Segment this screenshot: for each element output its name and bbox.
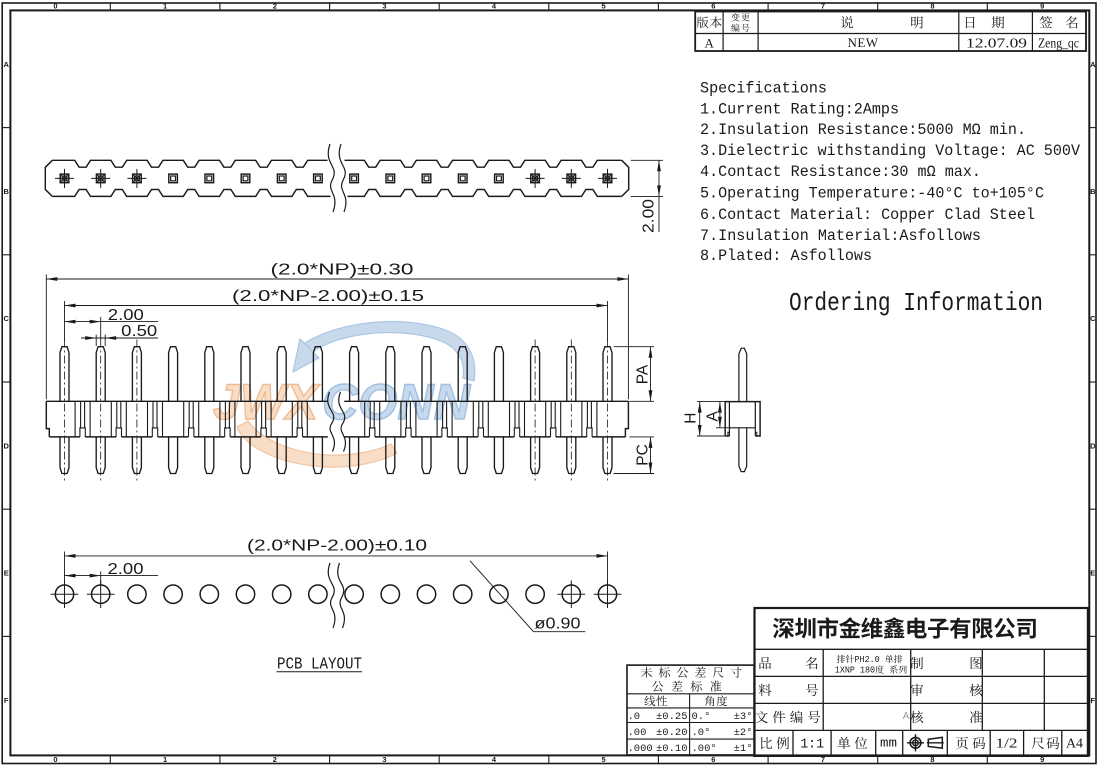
svg-text:3: 3 — [382, 1, 386, 10]
svg-text:(2.0*NP-2.00)±0.15: (2.0*NP-2.00)±0.15 — [232, 288, 424, 305]
svg-text:5: 5 — [602, 755, 606, 764]
svg-text:±0.10: ±0.10 — [656, 743, 688, 755]
svg-text:D: D — [3, 441, 9, 450]
svg-text:.000: .000 — [628, 743, 653, 755]
svg-text:6: 6 — [711, 1, 715, 10]
svg-text:A4: A4 — [1066, 736, 1083, 751]
svg-text:0.°: 0.° — [692, 711, 711, 723]
svg-text:0.50: 0.50 — [121, 323, 157, 340]
svg-text:2: 2 — [273, 1, 277, 10]
svg-text:3.Dielectric withstanding Volt: 3.Dielectric withstanding Voltage: AC 50… — [700, 142, 1080, 160]
svg-text:7: 7 — [821, 1, 825, 10]
svg-text:.00: .00 — [628, 727, 647, 739]
svg-text:4: 4 — [492, 755, 497, 764]
svg-text:mm: mm — [880, 737, 897, 751]
svg-text:Zeng_qc: Zeng_qc — [1038, 37, 1079, 52]
svg-text:12.07.09: 12.07.09 — [966, 37, 1027, 52]
svg-text:A: A — [705, 35, 715, 50]
svg-text:PH2.0: PH2.0 — [855, 655, 885, 665]
svg-text:1: 1 — [163, 1, 167, 10]
svg-text:4: 4 — [492, 1, 497, 10]
svg-text:A: A — [1090, 60, 1096, 69]
svg-text:3: 3 — [382, 755, 386, 764]
svg-text:9: 9 — [1040, 1, 1044, 10]
svg-text:5: 5 — [602, 1, 606, 10]
svg-text:E: E — [1090, 569, 1095, 578]
svg-text:PCB LAYOUT: PCB LAYOUT — [277, 656, 362, 675]
svg-text:2: 2 — [273, 755, 277, 764]
svg-text:H: H — [683, 413, 700, 424]
svg-text:0: 0 — [53, 755, 57, 764]
svg-text:1/2: 1/2 — [996, 736, 1018, 751]
svg-text:8.Plated: Asfollows: 8.Plated: Asfollows — [700, 247, 872, 265]
svg-text:A: A — [903, 711, 910, 722]
svg-text:D: D — [1090, 441, 1096, 450]
svg-text:8: 8 — [930, 1, 934, 10]
svg-text:B: B — [3, 187, 9, 196]
svg-text:C: C — [1090, 314, 1096, 323]
svg-text:PC: PC — [635, 444, 652, 466]
svg-text:1: 1 — [163, 755, 167, 764]
svg-text:F: F — [4, 696, 9, 705]
svg-text:2.00: 2.00 — [641, 199, 658, 233]
svg-text:5.Operating Temperature:-40°C: 5.Operating Temperature:-40°C to+105°C — [700, 184, 1044, 202]
svg-text:.0: .0 — [628, 711, 641, 723]
svg-text:6: 6 — [711, 755, 715, 764]
svg-text:2.00: 2.00 — [108, 307, 144, 324]
svg-text:E: E — [4, 569, 9, 578]
svg-text:8: 8 — [930, 755, 934, 764]
svg-text:9: 9 — [1040, 755, 1044, 764]
svg-text:NEW: NEW — [847, 35, 878, 50]
svg-text:.0°: .0° — [692, 727, 711, 739]
svg-text:A: A — [704, 410, 721, 421]
svg-text:.00°: .00° — [692, 743, 717, 755]
svg-text:1.Current Rating:2Amps: 1.Current Rating:2Amps — [700, 100, 899, 118]
svg-text:B: B — [1090, 187, 1096, 196]
svg-text:PA: PA — [635, 364, 652, 384]
svg-text:C: C — [3, 314, 9, 323]
svg-text:±2°: ±2° — [734, 727, 753, 739]
svg-text:7: 7 — [821, 755, 825, 764]
svg-text:(2.0*NP-2.00)±0.10: (2.0*NP-2.00)±0.10 — [247, 538, 427, 555]
svg-text:Specifications: Specifications — [700, 80, 827, 98]
svg-text:1:1: 1:1 — [800, 738, 824, 753]
svg-text:F: F — [1091, 696, 1096, 705]
svg-text:1XNP 180: 1XNP 180 — [835, 666, 875, 676]
svg-text:4.Contact Resistance:30 mΩ max: 4.Contact Resistance:30 mΩ max. — [700, 163, 981, 181]
svg-text:±3°: ±3° — [734, 711, 753, 723]
svg-text:6.Contact Material: Copper Cla: 6.Contact Material: Copper Clad Steel — [700, 206, 1035, 224]
svg-text:±1°: ±1° — [734, 743, 753, 755]
svg-text:Ordering Information: Ordering Information — [789, 288, 1043, 318]
svg-text:2.00: 2.00 — [108, 561, 144, 578]
svg-text:ø0.90: ø0.90 — [535, 616, 581, 633]
svg-text:0: 0 — [53, 1, 57, 10]
svg-text:7.Insulation Material:Asfollow: 7.Insulation Material:Asfollows — [700, 227, 981, 245]
svg-text:2.Insulation Resistance:5000 M: 2.Insulation Resistance:5000 MΩ min. — [700, 121, 1026, 139]
svg-text:(2.0*NP)±0.30: (2.0*NP)±0.30 — [271, 262, 415, 279]
svg-text:±0.20: ±0.20 — [656, 727, 688, 739]
svg-text:±0.25: ±0.25 — [656, 711, 688, 723]
svg-text:A: A — [3, 60, 9, 69]
